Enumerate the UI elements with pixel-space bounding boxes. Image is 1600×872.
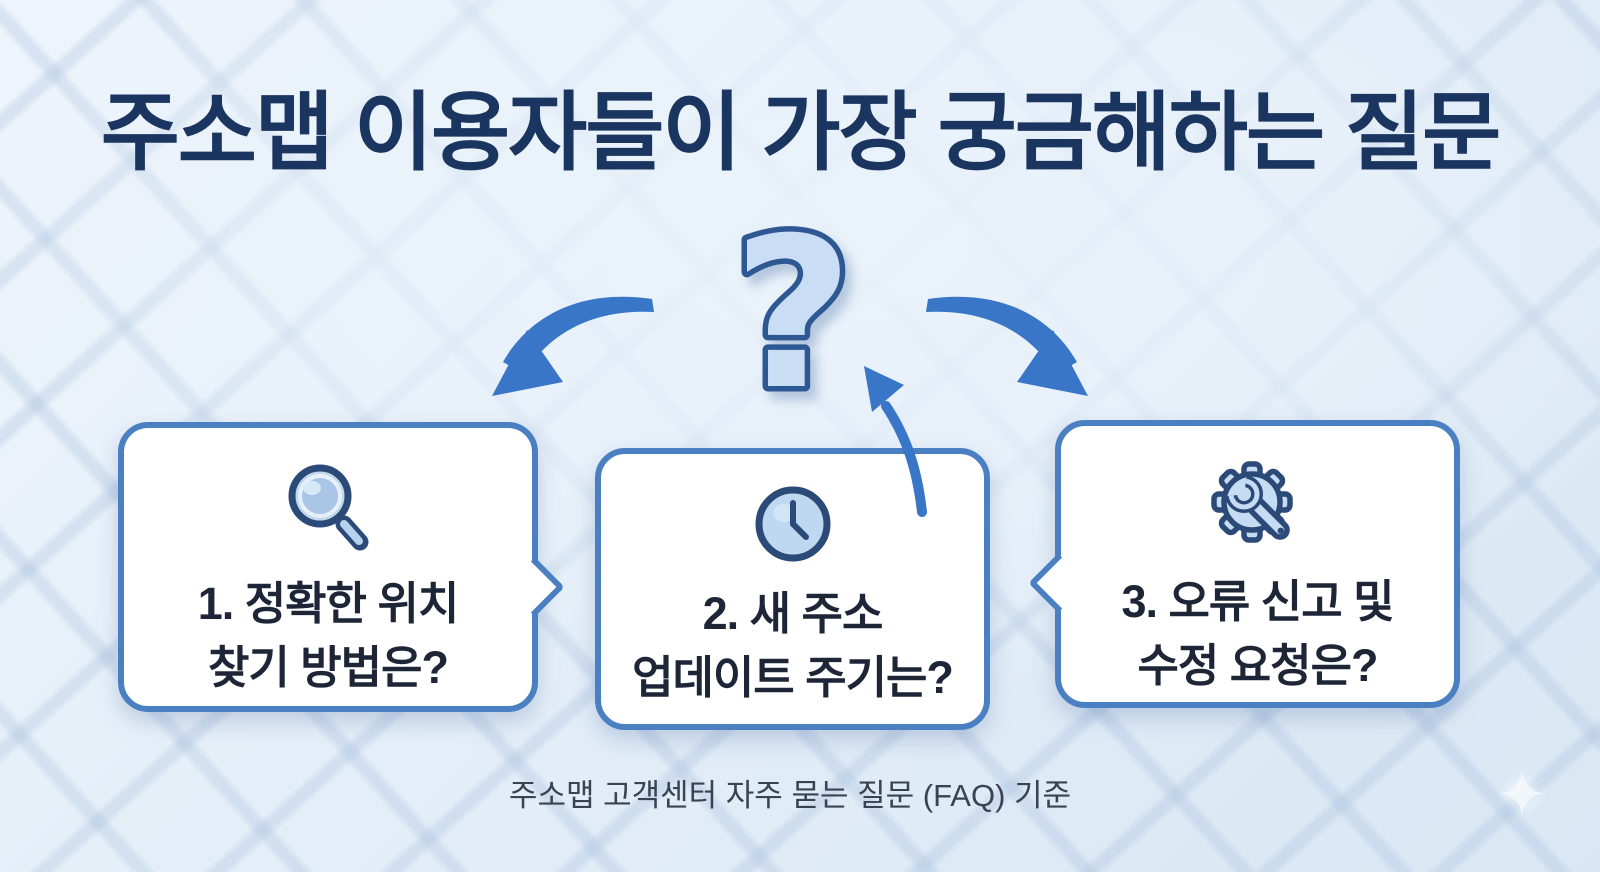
card-2-line-1: 2. 새 주소 [702, 588, 884, 639]
footer-caption: 주소맵 고객센터 자주 묻는 질문 (FAQ) 기준 [508, 778, 1072, 813]
card-1-line-1: 1. 정확한 위치 [197, 578, 460, 629]
faq-card-2: 2. 새 주소 업데이트 주기는? [595, 448, 990, 730]
card-2-question: 2. 새 주소 업데이트 주기는? [632, 582, 954, 710]
card-3-question: 3. 오류 신고 및 수정 요청은? [1121, 570, 1394, 698]
card-2-line-2: 업데이트 주기는? [632, 651, 954, 703]
faq-card-1: 1. 정확한 위치 찾기 방법은? [118, 422, 565, 712]
question-mark-icon: ? [727, 189, 859, 442]
magnifier-icon [278, 458, 378, 558]
page-title: 주소맵 이용자들이 가장 궁금해하는 질문 [100, 85, 1502, 181]
card-3-line-2: 수정 요청은? [1137, 639, 1378, 691]
faq-card-3: 3. 오류 신고 및 수정 요청은? [1028, 420, 1460, 708]
sparkle-icon: ✦ [1496, 761, 1548, 830]
gear-wrench-icon [1206, 456, 1310, 556]
card-3-line-1: 3. 오류 신고 및 [1121, 576, 1394, 627]
card-1-question: 1. 정확한 위치 찾기 방법은? [197, 572, 460, 700]
question-mark-graphic: ? [688, 189, 898, 442]
card-1-line-2: 찾기 방법은? [207, 641, 449, 693]
question-mark-glyph: ? [733, 204, 854, 424]
clock-icon [751, 480, 835, 568]
